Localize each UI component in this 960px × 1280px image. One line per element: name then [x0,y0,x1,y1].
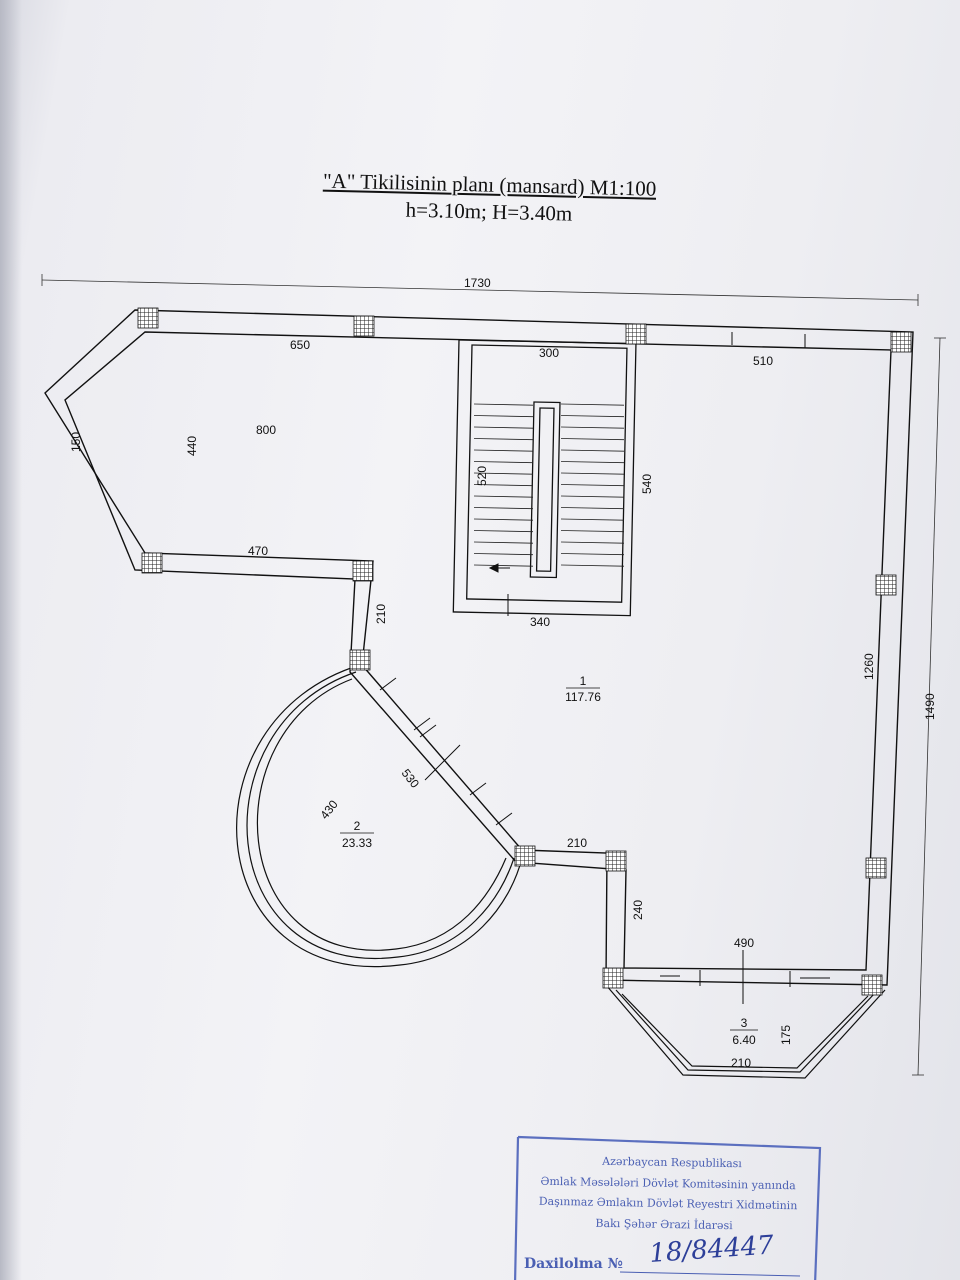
room-1-area: 117.76 [565,690,601,704]
dim-stair-side: 540 [640,474,654,494]
stair-tread [560,564,625,567]
stair-tread [473,438,534,441]
stair-treads [473,403,625,567]
stair-tread [473,541,534,544]
stamp-line1: Azərbaycan Respublikası [601,1155,742,1170]
overall-dimensions [41,274,946,1076]
stair-tread [473,449,534,452]
dim-left-bay: 150 [69,432,83,452]
stair-tread [473,495,534,498]
stair-tread [560,426,625,429]
room-2-number: 2 [354,819,361,833]
page-edge-shadow [0,0,22,1280]
stair-tread [560,438,625,441]
dim-arc-radius: 430 [317,797,341,822]
stair-tread [473,472,534,475]
stair-tread [473,426,534,429]
dim-stair-top: 300 [539,346,559,360]
dim-stair-run: 520 [475,466,489,486]
dim-top-right-wall: 510 [753,354,773,368]
stair-tread [560,484,625,487]
dim-bottom-wall: 490 [734,936,754,950]
dim-bottom-jog-width: 210 [567,836,587,850]
dim-top-left-wall: 650 [290,338,310,352]
stamp-reg-label: Daxilolma № [524,1256,623,1272]
stair-tread [560,495,625,498]
stamp-line4: Bakı Şəhər Ərazi İdarəsi [595,1216,733,1232]
stair-tread [560,472,625,475]
stair-tread [560,507,625,510]
stair-tread [473,461,534,464]
stair-tread [560,461,625,464]
registration-stamp: Azərbaycan Respublikası Əmlak Məsələləri… [514,1135,822,1280]
outer-walls [44,309,914,986]
stair-tread [560,518,625,521]
dimension-labels: 1730 650 300 510 800 470 340 210 490 210… [69,276,937,1070]
dim-bottom-jog-height: 240 [631,900,645,920]
stair-tread [560,415,625,418]
dim-overall-width: 1730 [464,276,491,290]
dim-stair-bottom: 340 [530,615,550,629]
stair-tread [473,507,534,510]
stamp-reg-number: 18/84447 [648,1230,775,1269]
stair-well [452,339,637,617]
stair-tread [473,415,534,418]
column-markers [137,307,912,996]
dim-left-lower-wall: 470 [248,544,268,558]
round-room-walls [236,664,523,968]
dim-bay-depth: 175 [779,1025,793,1045]
dim-left-room-width: 800 [256,423,276,437]
stair-tread [560,449,625,452]
stair-tread [560,553,625,556]
stair-tread [473,403,534,406]
stair-tread [560,403,625,406]
dim-right-wall: 1260 [862,653,876,680]
stair-tread [473,564,534,567]
room-3-area: 6.40 [732,1033,756,1047]
room-3-number: 3 [741,1016,748,1030]
dim-diagonal-wall: 530 [399,766,423,791]
stair-tread [560,541,625,544]
stamp-line2: Əmlak Məsələləri Dövlət Komitəsinin yanı… [540,1175,796,1192]
stair-arrow [488,563,510,616]
dim-left-room-depth: 440 [185,436,199,456]
stair-tread [473,553,534,556]
room-2-area: 23.33 [342,836,372,850]
stamp-line3: Daşınmaz Əmlakın Dövlət Reyestri Xidməti… [539,1195,798,1213]
room-labels: 1 117.76 2 23.33 3 6.40 [340,674,758,1047]
bay-room-walls [605,984,886,1079]
dim-bay-bottom: 210 [731,1056,751,1070]
dim-overall-height: 1490 [923,693,937,720]
stair-tread [473,518,534,521]
dim-left-jog: 210 [374,604,388,624]
stair-tread [560,530,625,533]
room-1-number: 1 [580,674,587,688]
diagonal-wall-windows [379,677,513,826]
bay-window-ticks [660,332,830,1004]
stair-tread [473,484,534,487]
stair-tread [473,530,534,533]
